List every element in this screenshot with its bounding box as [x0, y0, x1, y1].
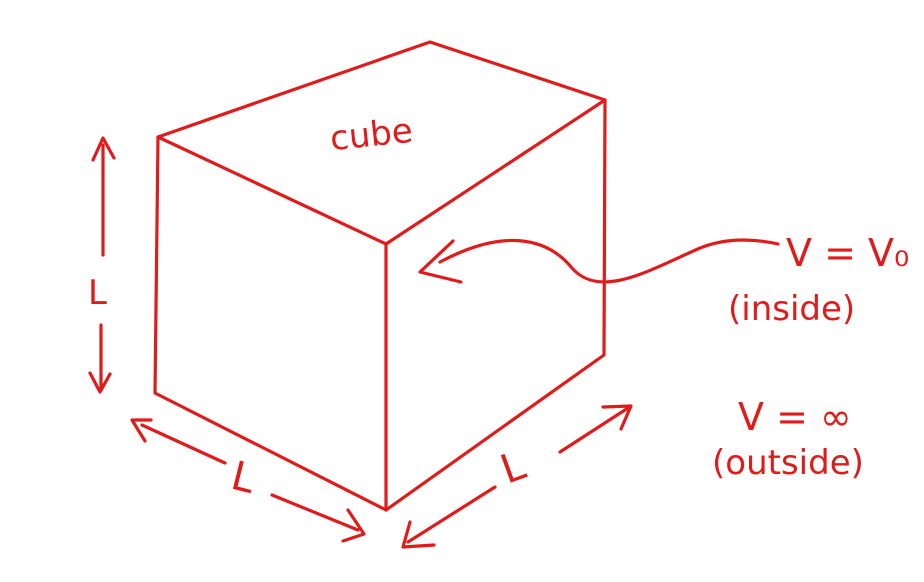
cube-side-face: [384, 98, 607, 512]
inside-pointer-arrow: [418, 238, 780, 284]
cube-front-face: [153, 135, 388, 512]
outside-note-label: (outside): [712, 443, 864, 483]
vertical-dimension-arrow: [88, 136, 116, 394]
potential-inside-label: V = V₀: [786, 231, 910, 275]
inside-note-label: (inside): [728, 289, 856, 329]
cube: [153, 40, 607, 512]
front-edge-dimension-arrow: [130, 418, 366, 543]
cube-label: cube: [328, 110, 415, 160]
side-edge-dimension-arrow: [401, 404, 633, 549]
vertical-length-label: L: [88, 273, 107, 313]
potential-outside-label: V = ∞: [738, 395, 852, 439]
